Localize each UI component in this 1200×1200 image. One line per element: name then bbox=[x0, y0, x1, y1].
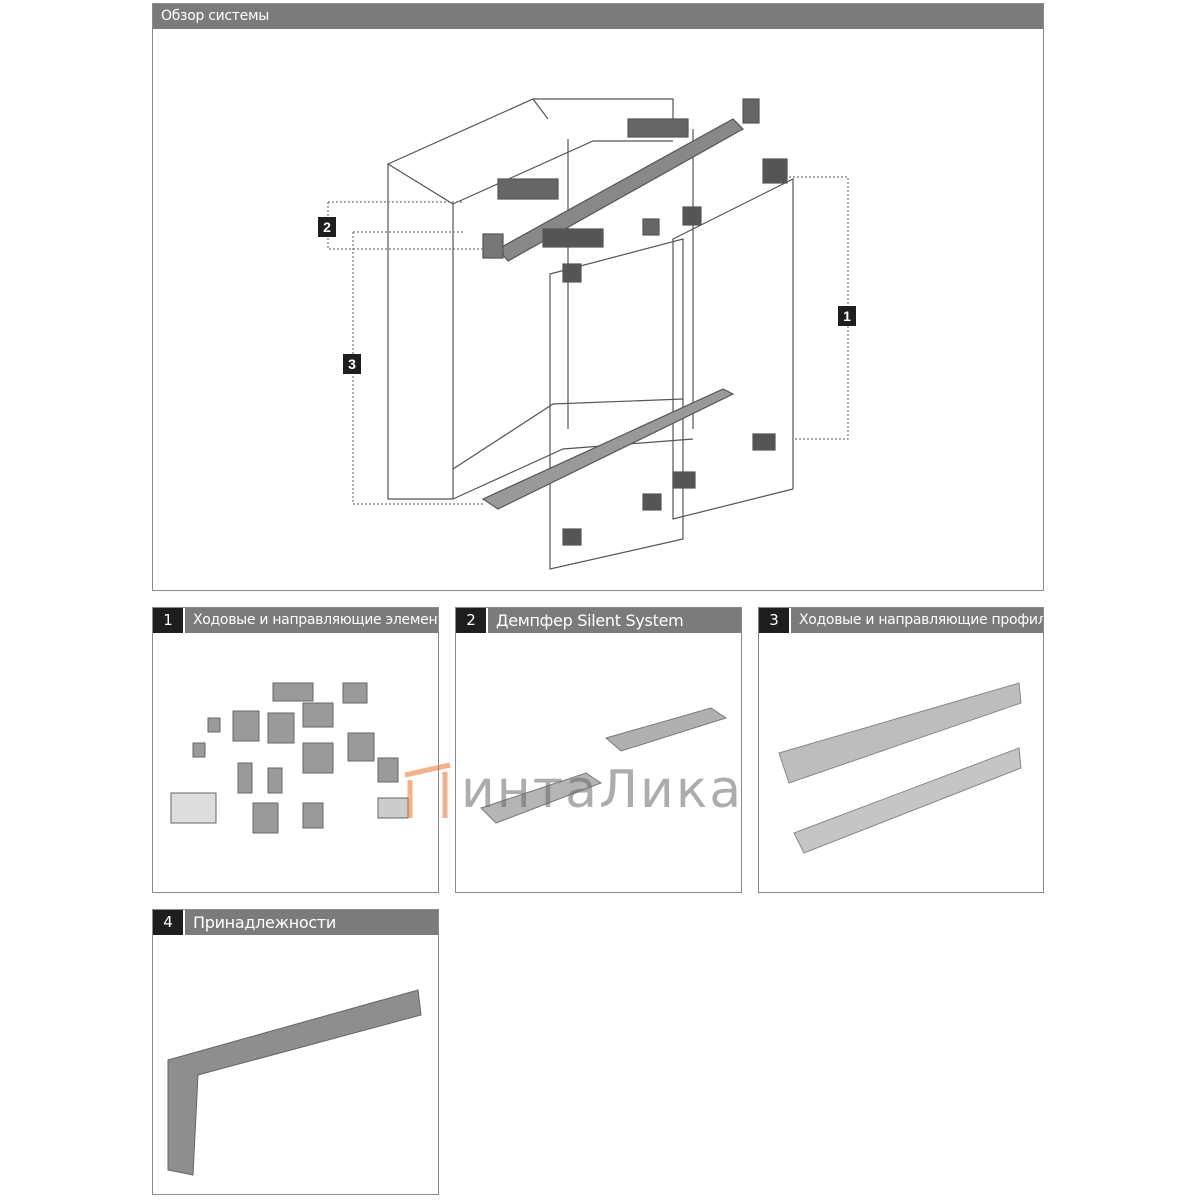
section-3-number: 3 bbox=[759, 608, 791, 633]
section-2-header: 2 Демпфер Silent System bbox=[456, 608, 741, 633]
callout-1: 1 bbox=[838, 306, 856, 326]
section-4-header: 4 Принадлежности bbox=[153, 910, 438, 935]
callout-3: 3 bbox=[343, 354, 361, 374]
section-3-title: Ходовые и направляющие профили bbox=[799, 612, 1043, 628]
wardrobe-exploded-diagram bbox=[327, 98, 849, 570]
section-1-panel: 1 Ходовые и направляющие элементы bbox=[152, 607, 439, 893]
damper-image bbox=[480, 707, 728, 824]
section-1-number: 1 bbox=[153, 608, 185, 633]
section-4-number: 4 bbox=[153, 910, 185, 935]
overview-title: Обзор системы bbox=[161, 8, 269, 24]
section-2-panel: 2 Демпфер Silent System bbox=[455, 607, 742, 893]
section-3-header: 3 Ходовые и направляющие профили bbox=[759, 608, 1043, 633]
section-2-number: 2 bbox=[456, 608, 488, 633]
section-1-header: 1 Ходовые и направляющие элементы bbox=[153, 608, 438, 633]
angle-profile-image bbox=[167, 989, 422, 1176]
running-guiding-elements-image bbox=[170, 682, 409, 834]
section-1-title: Ходовые и направляющие элементы bbox=[193, 612, 438, 628]
callout-2: 2 bbox=[318, 217, 336, 237]
overview-header: Обзор системы bbox=[153, 4, 1043, 29]
system-overview-panel: Обзор системы 2 3 1 bbox=[152, 3, 1044, 591]
section-2-title: Демпфер Silent System bbox=[496, 611, 684, 630]
section-4-panel: 4 Принадлежности bbox=[152, 909, 439, 1195]
profiles-image bbox=[778, 682, 1022, 854]
section-3-panel: 3 Ходовые и направляющие профили bbox=[758, 607, 1044, 893]
section-4-title: Принадлежности bbox=[193, 913, 336, 932]
